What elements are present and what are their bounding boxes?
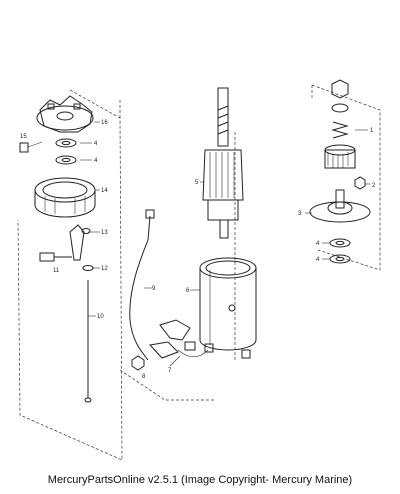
brush-holder-part-7 (149, 319, 214, 359)
drive-washer (331, 103, 349, 113)
callout-8: 8 (142, 374, 146, 380)
callout-2: 2 (372, 183, 376, 189)
callout-12: 12 (101, 266, 108, 272)
brush-plate-part-16 (36, 95, 94, 133)
end-cap-part-14 (34, 177, 96, 218)
drive-gear-part-1 (324, 144, 356, 169)
callout-3: 3 (298, 211, 302, 217)
callout-9: 9 (152, 286, 156, 292)
callout-6: 6 (186, 288, 190, 294)
callout-labels: 1 2 3 4 4 4 4 5 6 7 8 9 10 11 12 13 14 1… (20, 120, 376, 380)
callout-1: 1 (370, 128, 374, 134)
washer-part-12 (82, 265, 94, 271)
armature-part-5 (202, 87, 244, 239)
screw-part-15 (19, 141, 43, 153)
nut-part-8 (131, 355, 145, 371)
through-bolt-part-10 (84, 280, 92, 403)
callout-5: 5 (195, 180, 199, 186)
nut-part-2 (354, 176, 366, 190)
alignment-lines (17, 84, 381, 461)
callout-4-right-lower: 4 (316, 257, 320, 263)
callout-16: 16 (101, 120, 108, 126)
callout-4-left-upper: 4 (94, 141, 98, 147)
callout-13: 13 (101, 230, 108, 236)
housing-part-6 (199, 257, 257, 359)
washers-part-4-left (55, 138, 77, 165)
copyright-footer: MercuryPartsOnline v2.5.1 (Image Copyrig… (47, 474, 353, 486)
leader-lines (80, 121, 370, 367)
callout-10: 10 (97, 314, 104, 320)
callout-4-right-upper: 4 (316, 241, 320, 247)
cable-part-9 (129, 209, 155, 361)
bolt-part-11 (39, 252, 72, 262)
drive-nut (331, 79, 349, 99)
callout-14: 14 (101, 188, 108, 194)
callout-4-left-lower: 4 (94, 158, 98, 164)
terminal-part-13 (69, 224, 91, 261)
callout-7: 7 (168, 368, 172, 374)
callout-15: 15 (20, 134, 27, 140)
end-cap-part-3 (309, 189, 371, 223)
drive-spring (331, 121, 349, 139)
callout-11: 11 (53, 268, 60, 274)
